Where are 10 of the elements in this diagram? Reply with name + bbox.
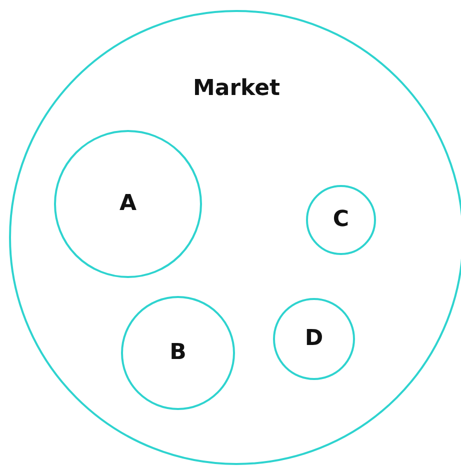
circle-node (121, 296, 235, 410)
circle-node (273, 298, 355, 380)
circle-node (9, 10, 461, 465)
node-label: B (170, 342, 186, 364)
node-label: C (332, 209, 350, 231)
circle-node (54, 130, 202, 278)
node-label: D (304, 328, 324, 350)
node-label: A (119, 193, 137, 215)
node-label: Market (192, 78, 280, 100)
circle-node (306, 185, 376, 255)
